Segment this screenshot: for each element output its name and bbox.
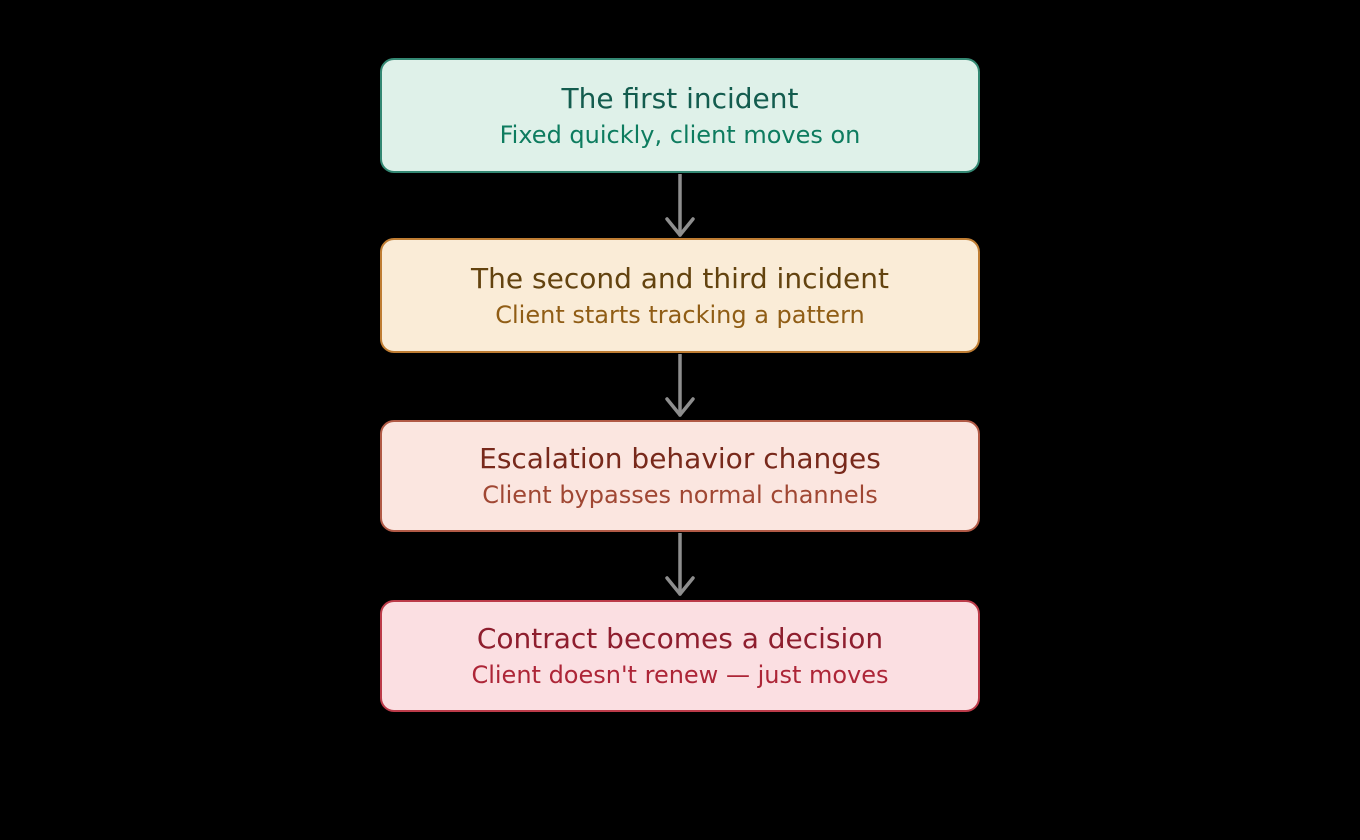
step-subtitle: Client bypasses normal channels	[482, 481, 878, 509]
step-title: Contract becomes a decision	[476, 622, 884, 655]
step-box-second-third-incident: The second and third incident Client sta…	[380, 238, 980, 353]
step-subtitle: Client starts tracking a pattern	[495, 300, 865, 329]
down-arrow-icon	[665, 174, 695, 237]
step-title: The first incident	[561, 81, 799, 115]
step-title: The second and third incident	[471, 261, 889, 295]
step-box-contract-decision: Contract becomes a decision Client doesn…	[380, 600, 980, 712]
down-arrow-icon	[665, 354, 695, 417]
step-box-escalation-changes: Escalation behavior changes Client bypas…	[380, 420, 980, 532]
step-title: Escalation behavior changes	[479, 442, 881, 475]
step-subtitle: Client doesn't renew — just moves	[471, 661, 889, 689]
down-arrow-icon	[665, 533, 695, 596]
step-subtitle: Fixed quickly, client moves on	[499, 120, 861, 149]
step-box-first-incident: The first incident Fixed quickly, client…	[380, 58, 980, 173]
